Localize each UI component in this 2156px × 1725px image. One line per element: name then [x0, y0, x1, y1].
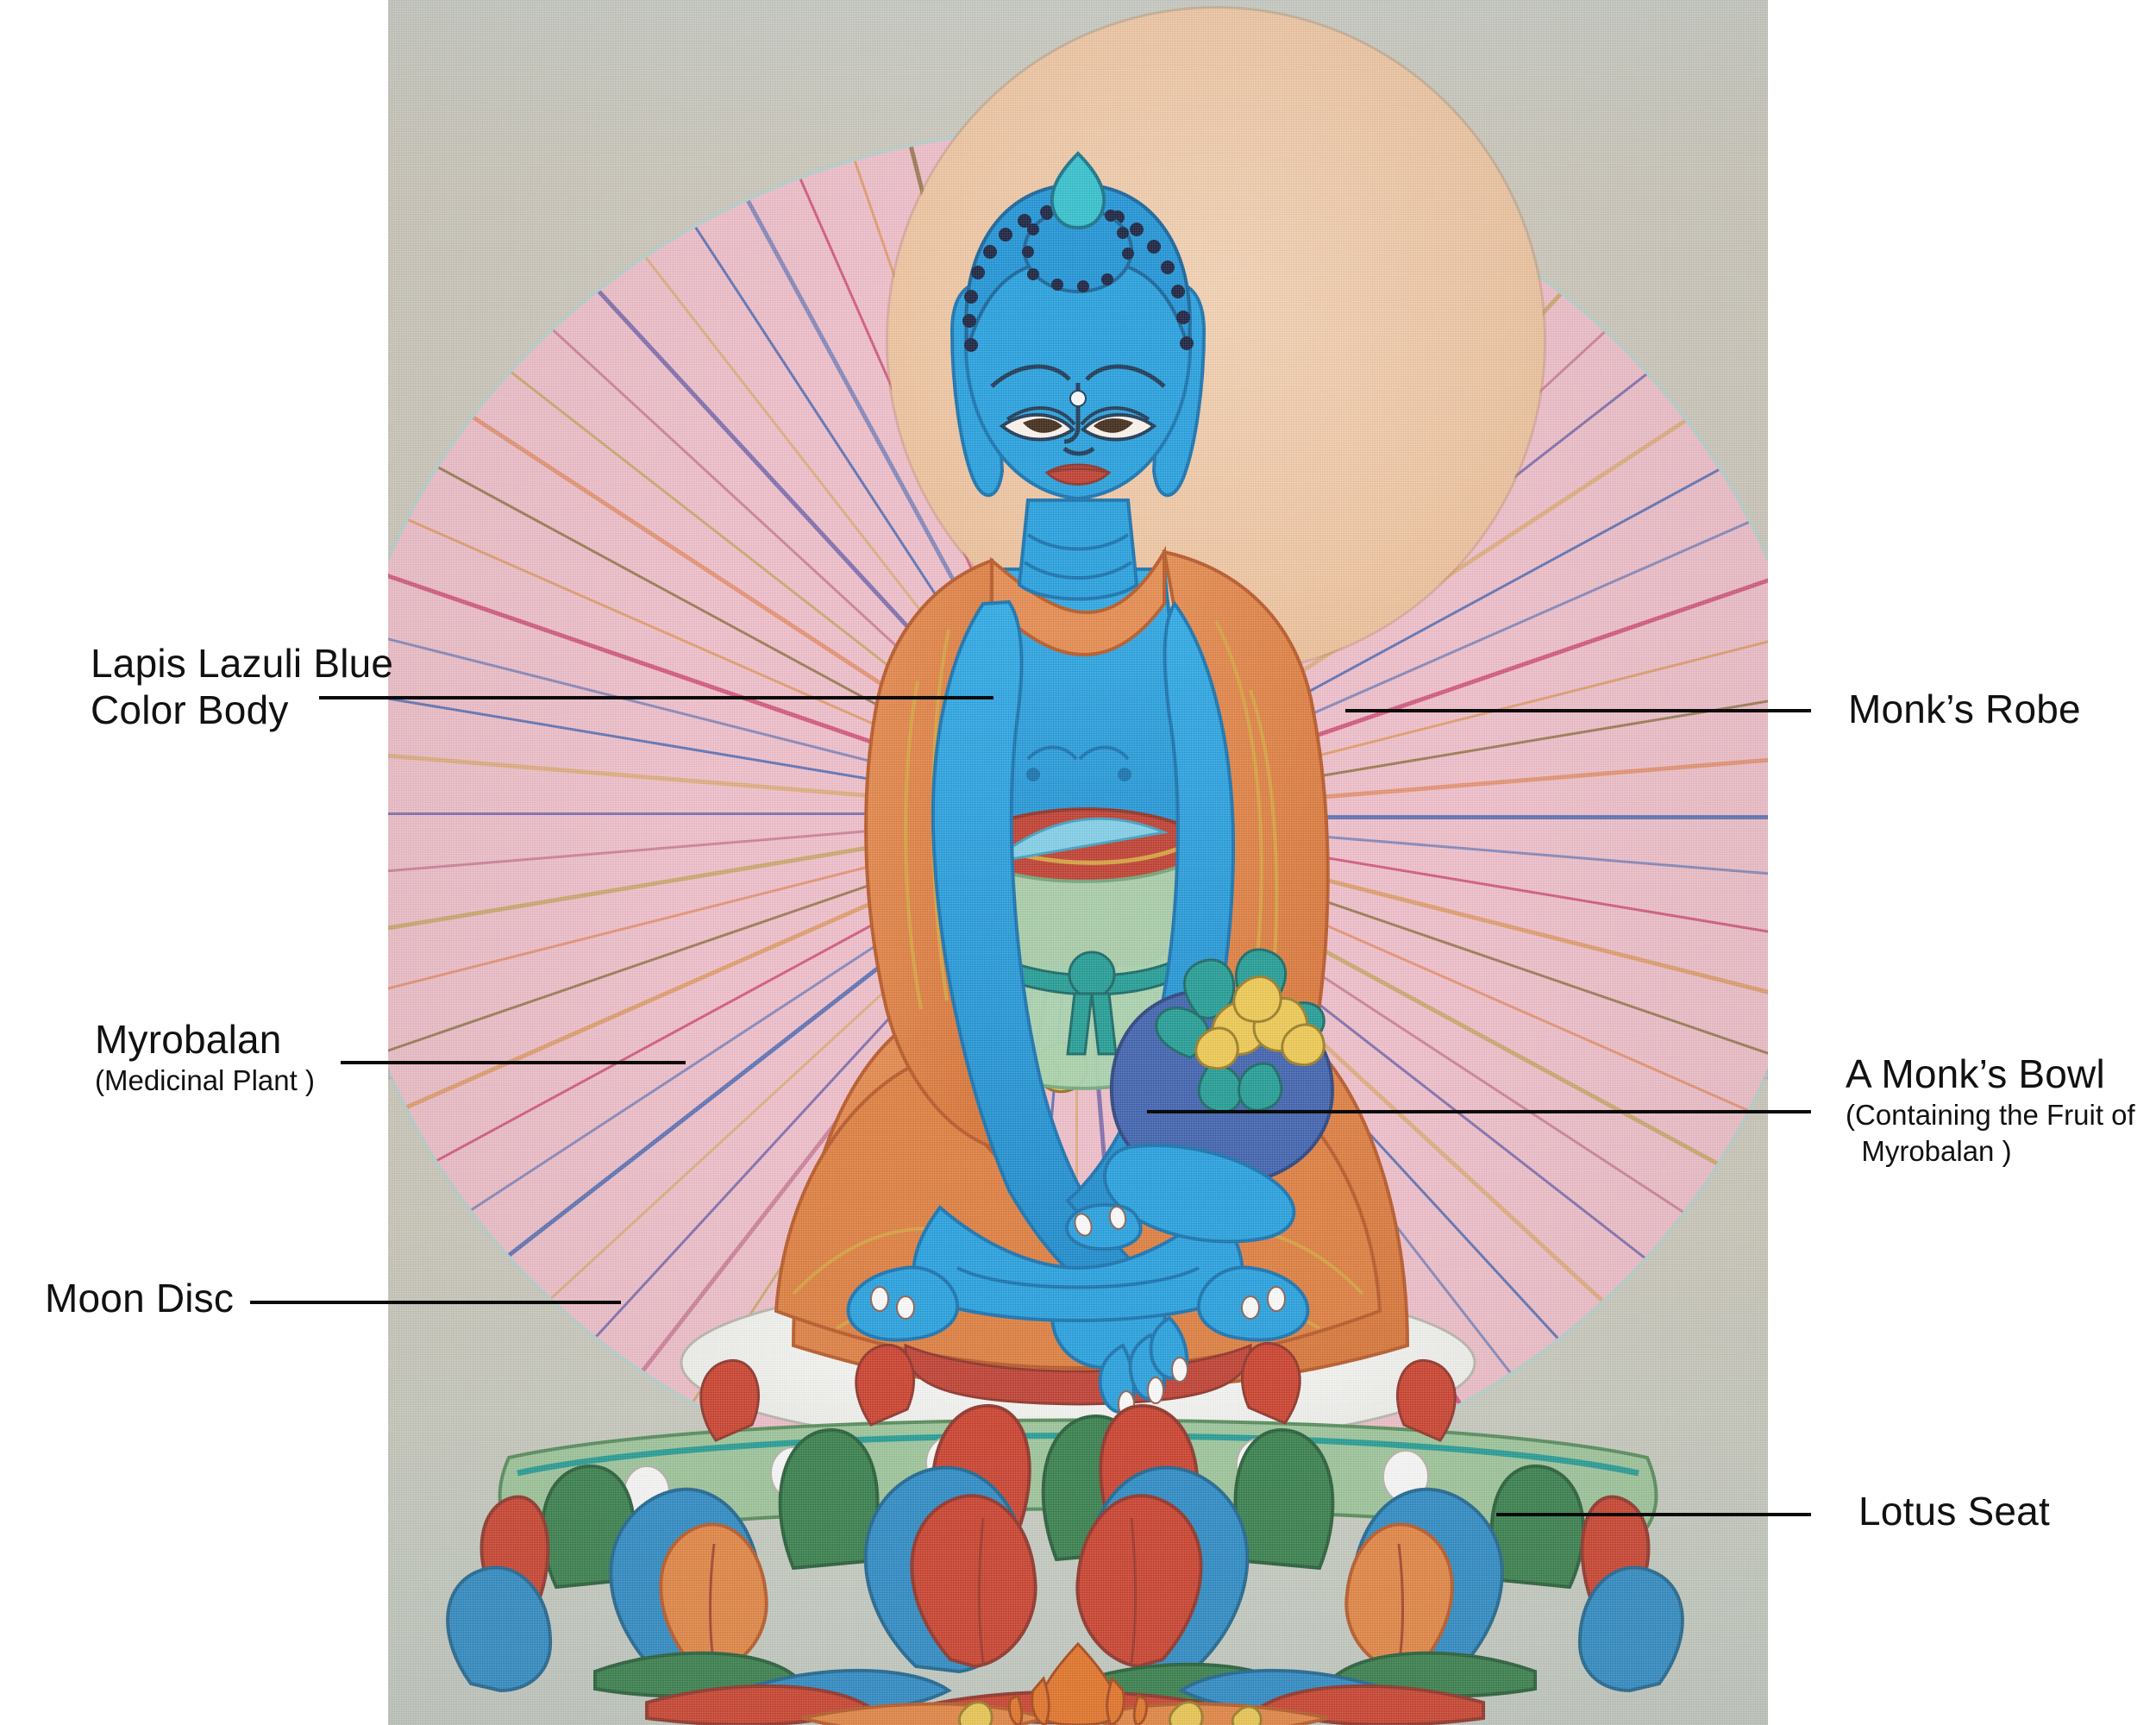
annotation-title: Lotus Seat [1858, 1489, 2050, 1534]
annotation-subtitle: (Containing the Fruit of [1846, 1099, 2135, 1131]
annotation-title: Myrobalan [95, 1017, 282, 1062]
teal-belt [990, 950, 1192, 1056]
thangka-painting [388, 0, 1768, 1725]
annotation-label-lotus-seat: Lotus Seat [1858, 1488, 2050, 1534]
buddha-eyes [999, 406, 1157, 442]
urna [1069, 390, 1087, 407]
annotation-title: Moon Disc [45, 1276, 235, 1320]
annotation-title: A Monk’s Bowl [1846, 1051, 2105, 1096]
annotation-label-moon-disc: Moon Disc [45, 1275, 234, 1321]
annotation-subtitle: (Medicinal Plant ) [95, 1064, 315, 1096]
medicine-buddha-figure [680, 151, 1476, 1449]
annotation-label-myrobalan-medicinal-plant: Myrobalan(Medicinal Plant ) [95, 1016, 315, 1099]
lotus-seat [446, 1341, 1684, 1725]
alms-bowl [1109, 948, 1334, 1188]
annotation-label-a-monks-bowl: A Monk’s Bowl(Containing the Fruit of My… [1846, 1051, 2135, 1170]
annotation-label-monks-robe: Monk’s Robe [1848, 686, 2081, 732]
annotation-subtitle-line2: Myrobalan ) [1846, 1135, 2012, 1167]
myrobalan-fruit-in-bowl [1194, 975, 1326, 1070]
annotation-title-line2: Color Body [91, 687, 289, 732]
annotation-title: Monk’s Robe [1848, 687, 2081, 731]
annotation-title: Lapis Lazuli Blue [91, 641, 394, 686]
flame-offering [957, 1641, 1263, 1725]
crown-jewel [1050, 151, 1106, 230]
